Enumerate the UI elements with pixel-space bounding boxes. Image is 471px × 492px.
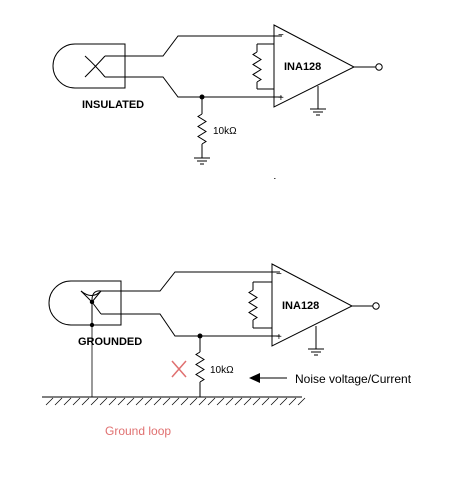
- plus-sign-insulated: +: [278, 93, 284, 104]
- hatch-stroke: [63, 397, 72, 406]
- noise-label: Noise voltage/Current: [295, 372, 412, 386]
- grounded-circuit: INA128 − + 10kΩ Noise voltage/Current GR…: [42, 263, 412, 438]
- thermocouple-probe-insulated: [52, 43, 126, 89]
- amp-label-grounded: INA128: [282, 300, 319, 312]
- hatch-stroke: [243, 397, 252, 406]
- minus-sign-grounded: −: [276, 269, 282, 280]
- hatch-stroke: [171, 397, 180, 406]
- output-terminal-insulated: [375, 63, 383, 71]
- hatch-stroke: [288, 397, 297, 406]
- hatch-stroke: [225, 397, 234, 406]
- hatch-stroke: [117, 397, 126, 406]
- lead-wire-lower-insulated: [125, 76, 282, 98]
- bias-resistor-label-insulated: 10kΩ: [213, 126, 237, 137]
- hatch-stroke: [90, 397, 99, 406]
- lead-wire-upper-grounded: [121, 271, 280, 292]
- hatch-stroke: [279, 397, 288, 406]
- hatch-stroke: [297, 397, 306, 406]
- hatch-stroke: [252, 397, 261, 406]
- hatch-stroke: [72, 397, 81, 406]
- amp-ground-symbol-insulated: [310, 108, 326, 116]
- thermocouple-junction-grounded: [80, 290, 102, 325]
- hatch-stroke: [261, 397, 270, 406]
- hatch-stroke: [144, 397, 153, 406]
- thermocouple-junction-insulated: [84, 55, 106, 78]
- gain-resistor-insulated: [252, 51, 262, 83]
- amp-ground-symbol-grounded: [308, 348, 324, 356]
- caption-insulated: INSULATED: [82, 99, 144, 111]
- hatch-stroke: [198, 397, 207, 406]
- hatch-stroke: [126, 397, 135, 406]
- hatch-stroke: [180, 397, 189, 406]
- hatch-stroke: [234, 397, 243, 406]
- bias-ground-symbol-insulated: [194, 157, 210, 165]
- hatch-stroke: [81, 397, 90, 406]
- bias-resistor-label-grounded: 10kΩ: [210, 365, 234, 376]
- caption-grounded: GROUNDED: [78, 336, 142, 348]
- plus-sign-grounded: +: [276, 332, 282, 343]
- amplifier-ina128-insulated: [273, 24, 356, 108]
- hatch-stroke: [189, 397, 198, 406]
- insulated-circuit: INA128 − + 10kΩ INSULATED: [52, 24, 383, 179]
- output-terminal-grounded: [372, 302, 380, 310]
- hatch-stroke: [270, 397, 279, 406]
- cross-mark: [171, 360, 187, 378]
- hatch-stroke: [45, 397, 54, 406]
- hatch-stroke: [54, 397, 63, 406]
- amplifier-ina128-grounded: [271, 263, 354, 347]
- hatch-stroke: [99, 397, 108, 406]
- gain-resistor-grounded: [248, 289, 258, 321]
- hatch-stroke: [207, 397, 216, 406]
- bias-resistor-insulated: [197, 113, 207, 145]
- hatch-stroke: [162, 397, 171, 406]
- minus-sign-insulated: −: [278, 30, 284, 41]
- hatch-stroke: [108, 397, 117, 406]
- ground-loop-label: Ground loop: [105, 424, 171, 438]
- lead-wire-upper-insulated: [125, 35, 282, 57]
- lead-wire-lower-grounded: [121, 313, 280, 337]
- hatch-stroke: [153, 397, 162, 406]
- thermocouple-probe-grounded: [48, 280, 122, 326]
- amp-label-insulated: INA128: [284, 61, 321, 73]
- bias-resistor-grounded: [195, 351, 205, 383]
- earth-hatching: [45, 397, 306, 406]
- hatch-stroke: [135, 397, 144, 406]
- hatch-stroke: [216, 397, 225, 406]
